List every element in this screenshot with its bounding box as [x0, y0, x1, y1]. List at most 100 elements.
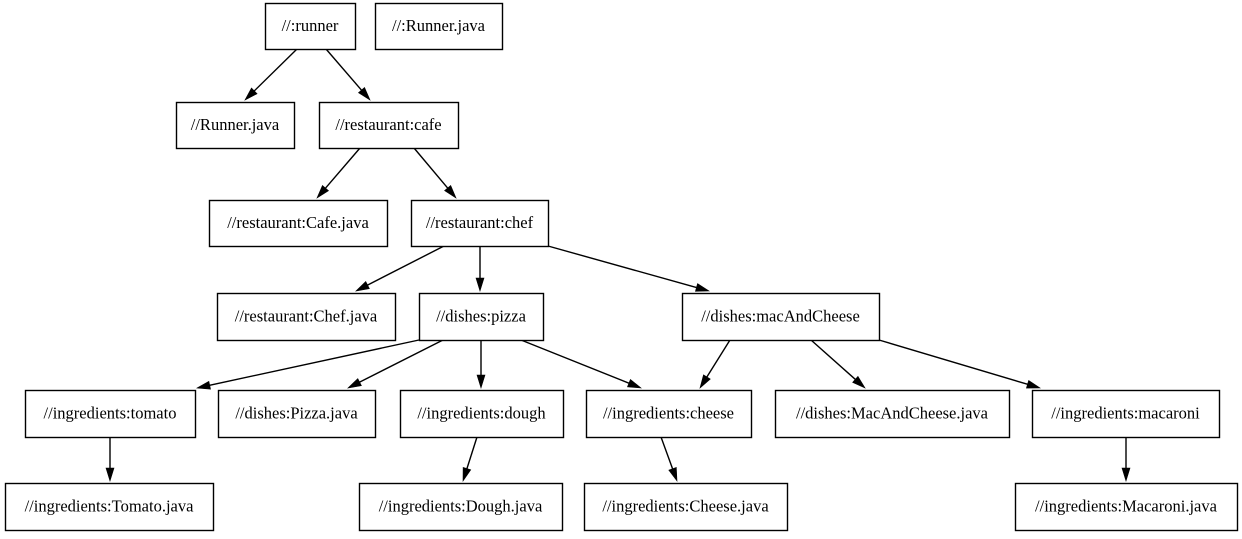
edge-line — [207, 339, 420, 387]
graph-node-ing_tomato_java[interactable]: //ingredients:Tomato.java — [4, 482, 215, 532]
edge-line — [365, 245, 445, 287]
node-label: //ingredients:macaroni — [1051, 403, 1200, 422]
graph-node-restaurant_cafe_java[interactable]: //restaurant:Cafe.java — [208, 199, 389, 248]
graph-node-dishes_mac_java[interactable]: //dishes:MacAndCheese.java — [774, 389, 1011, 439]
node-box[interactable] — [24, 389, 197, 439]
edge-arrowhead-icon — [695, 283, 710, 292]
node-label: //restaurant:chef — [426, 213, 534, 232]
graph-node-dishes_pizza_java[interactable]: //dishes:Pizza.java — [217, 389, 377, 439]
node-label: //ingredients:tomato — [44, 403, 177, 422]
node-label: //:runner — [282, 16, 339, 35]
edge-line — [413, 147, 450, 191]
graph-node-ing_cheese_java[interactable]: //ingredients:Cheese.java — [583, 482, 789, 532]
edge-arrowhead-icon — [347, 378, 362, 389]
node-box[interactable] — [585, 389, 753, 439]
edge-arrowhead-icon — [444, 184, 457, 199]
graph-node-restaurant_cafe[interactable]: //restaurant:cafe — [318, 101, 460, 150]
graph-node-runner_java[interactable]: //Runner.java — [175, 101, 296, 150]
edge-line — [252, 48, 298, 93]
graph-node-dishes_pizza[interactable]: //dishes:pizza — [418, 292, 545, 342]
graph-edge — [810, 339, 866, 389]
edge-arrowhead-icon — [357, 87, 371, 101]
graph-edge — [1121, 437, 1131, 483]
node-box[interactable] — [1014, 482, 1239, 532]
graph-edge — [660, 436, 678, 482]
node-box[interactable] — [410, 199, 550, 248]
graph-edge — [196, 339, 420, 390]
node-box[interactable] — [418, 292, 545, 342]
graph-edge — [413, 147, 457, 199]
edge-arrowhead-icon — [627, 378, 642, 389]
edge-line — [547, 245, 699, 289]
node-box[interactable] — [374, 2, 504, 51]
graph-edge — [355, 245, 445, 292]
node-label: //ingredients:Tomato.java — [25, 496, 195, 515]
node-box[interactable] — [583, 482, 789, 532]
graph-node-ing_cheese[interactable]: //ingredients:cheese — [585, 389, 753, 439]
edge-arrowhead-icon — [1121, 467, 1131, 483]
edge-arrowhead-icon — [1025, 379, 1041, 389]
node-label: //restaurant:cafe — [335, 115, 441, 134]
graph-edge — [699, 339, 731, 389]
graph-edge — [347, 339, 444, 389]
graph-edge — [462, 436, 478, 482]
node-box[interactable] — [774, 389, 1011, 439]
node-label: //restaurant:Cafe.java — [227, 213, 369, 232]
node-label: //ingredients:dough — [417, 403, 546, 422]
node-label: //Runner.java — [191, 115, 280, 134]
graph-edge — [475, 246, 485, 293]
edge-arrowhead-icon — [668, 466, 678, 482]
node-label: //dishes:macAndCheese — [701, 306, 860, 325]
graph-edge — [878, 339, 1041, 389]
graph-edge — [325, 48, 371, 101]
edge-line — [520, 339, 632, 385]
node-box[interactable] — [217, 389, 377, 439]
graph-node-restaurant_chef_java[interactable]: //restaurant:Chef.java — [216, 292, 397, 342]
node-box[interactable] — [4, 482, 215, 532]
edge-arrowhead-icon — [316, 185, 330, 199]
edge-arrowhead-icon — [852, 375, 866, 389]
edge-line — [878, 339, 1030, 386]
edge-line — [325, 48, 364, 93]
node-box[interactable] — [318, 101, 460, 150]
graph-node-restaurant_chef[interactable]: //restaurant:chef — [410, 199, 550, 248]
node-box[interactable] — [175, 101, 296, 150]
graph-edge — [476, 340, 486, 390]
edge-layer — [105, 48, 1131, 483]
node-box[interactable] — [681, 292, 881, 342]
edge-line — [323, 147, 361, 191]
node-box[interactable] — [264, 2, 357, 51]
node-box[interactable] — [216, 292, 397, 342]
edge-arrowhead-icon — [196, 380, 211, 390]
graph-node-ing_dough[interactable]: //ingredients:dough — [399, 389, 565, 439]
node-box[interactable] — [208, 199, 389, 248]
edge-arrowhead-icon — [355, 281, 370, 292]
node-label: //:Runner.java — [392, 16, 486, 35]
edge-arrowhead-icon — [462, 466, 472, 482]
graph-node-runner_java_root[interactable]: //:Runner.java — [374, 2, 504, 51]
edge-line — [357, 339, 444, 384]
edge-line — [705, 339, 731, 380]
node-box[interactable] — [358, 482, 564, 532]
edge-arrowhead-icon — [476, 374, 486, 390]
graph-node-dishes_macandcheese[interactable]: //dishes:macAndCheese — [681, 292, 881, 342]
node-label: //ingredients:Dough.java — [379, 496, 543, 515]
node-label: //dishes:Pizza.java — [235, 403, 358, 422]
edge-arrowhead-icon — [699, 374, 711, 389]
node-box[interactable] — [399, 389, 565, 439]
node-label: //ingredients:Macaroni.java — [1035, 496, 1218, 515]
graph-edge — [244, 48, 298, 101]
graph-node-ing_tomato[interactable]: //ingredients:tomato — [24, 389, 197, 439]
graph-node-ing_macaroni[interactable]: //ingredients:macaroni — [1031, 389, 1221, 439]
graph-node-runner[interactable]: //:runner — [264, 2, 357, 51]
edge-arrowhead-icon — [475, 277, 485, 293]
graph-node-ing_macaroni_java[interactable]: //ingredients:Macaroni.java — [1014, 482, 1239, 532]
graph-node-ing_dough_java[interactable]: //ingredients:Dough.java — [358, 482, 564, 532]
edge-arrowhead-icon — [244, 87, 258, 101]
node-box[interactable] — [1031, 389, 1221, 439]
edge-arrowhead-icon — [105, 467, 115, 483]
node-label: //restaurant:Chef.java — [235, 306, 378, 325]
graph-edge — [547, 245, 710, 292]
